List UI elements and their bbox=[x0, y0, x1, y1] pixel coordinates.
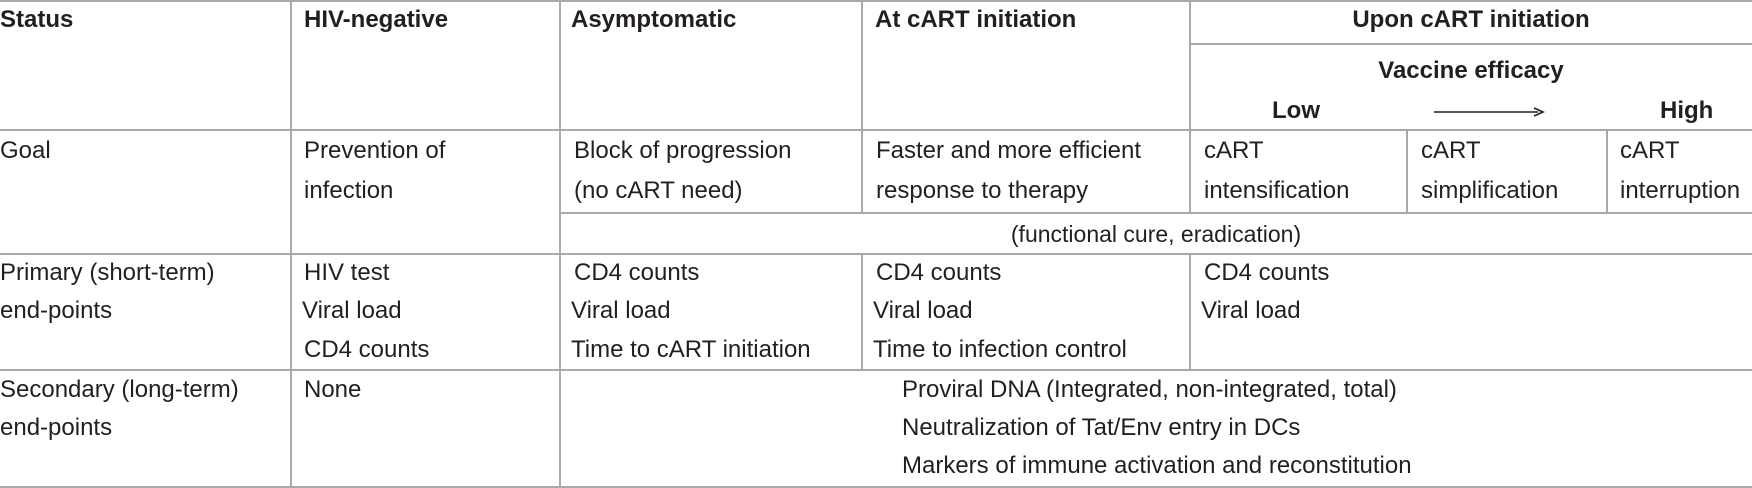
secondary-label-line1: Secondary (long-term) bbox=[0, 376, 239, 403]
col-divider-6 bbox=[1606, 130, 1608, 213]
primary-upon-1: CD4 counts bbox=[1204, 259, 1330, 286]
primary-hiv-negative-3: CD4 counts bbox=[304, 336, 430, 363]
primary-label-line2: end-points bbox=[0, 297, 113, 324]
header-bottom-rule bbox=[0, 129, 1752, 131]
secondary-shared-1: Proviral DNA (Integrated, non-integrated… bbox=[902, 376, 1397, 403]
goal-upon-low-line1: cART bbox=[1204, 137, 1264, 164]
secondary-shared-2: Neutralization of Tat/Env entry in DCs bbox=[902, 414, 1301, 441]
primary-hiv-negative-2: Viral load bbox=[302, 297, 402, 324]
primary-at-cart-1: CD4 counts bbox=[876, 259, 1002, 286]
primary-asymptomatic-1: CD4 counts bbox=[574, 259, 700, 286]
goal-bottom-rule bbox=[0, 253, 1752, 255]
goal-shared-note: (functional cure, eradication) bbox=[1010, 221, 1302, 247]
goal-upon-mid-line1: cART bbox=[1421, 137, 1481, 164]
table-bottom-rule bbox=[0, 486, 1752, 488]
goal-at-cart-line1: Faster and more efficient bbox=[876, 137, 1142, 164]
goal-asymptomatic-line2: (no cART need) bbox=[574, 177, 743, 204]
primary-label-line1: Primary (short-term) bbox=[0, 259, 215, 286]
primary-asymptomatic-2: Viral load bbox=[571, 297, 671, 324]
header-hiv-negative: HIV-negative bbox=[304, 6, 449, 33]
upon-header-rule bbox=[1190, 43, 1752, 45]
primary-bottom-rule bbox=[0, 369, 1752, 371]
primary-at-cart-3: Time to infection control bbox=[873, 336, 1127, 363]
goal-label: Goal bbox=[0, 137, 51, 164]
header-upon-cart: Upon cART initiation bbox=[1352, 6, 1590, 33]
secondary-shared-3: Markers of immune activation and reconst… bbox=[902, 452, 1412, 479]
secondary-hiv-negative: None bbox=[304, 376, 362, 403]
header-at-cart: At cART initiation bbox=[875, 6, 1077, 33]
efficacy-arrow-icon bbox=[1434, 107, 1545, 117]
goal-note-rule bbox=[560, 212, 1752, 214]
header-vaccine-efficacy: Vaccine efficacy bbox=[1378, 57, 1564, 84]
header-status: Status bbox=[0, 6, 74, 33]
header-asymptomatic: Asymptomatic bbox=[571, 6, 737, 33]
goal-asymptomatic-line1: Block of progression bbox=[574, 137, 792, 164]
primary-hiv-negative-1: HIV test bbox=[304, 259, 390, 286]
goal-upon-mid-line2: simplification bbox=[1421, 177, 1559, 204]
goal-upon-high-line2: interruption bbox=[1620, 177, 1741, 204]
goal-upon-high-line1: cART bbox=[1620, 137, 1680, 164]
col-divider-4 bbox=[1189, 0, 1191, 213]
col-divider-4b bbox=[1189, 253, 1191, 370]
table-top-rule bbox=[0, 0, 1752, 2]
goal-at-cart-line2: response to therapy bbox=[876, 177, 1089, 204]
col-divider-2 bbox=[559, 0, 561, 487]
col-divider-5 bbox=[1406, 130, 1408, 213]
goal-hiv-negative-line2: infection bbox=[304, 177, 394, 204]
header-low: Low bbox=[1272, 97, 1320, 124]
col-divider-3 bbox=[861, 0, 863, 213]
primary-upon-2: Viral load bbox=[1201, 297, 1301, 324]
secondary-label-line2: end-points bbox=[0, 414, 113, 441]
col-divider-1 bbox=[290, 0, 292, 487]
header-high: High bbox=[1660, 97, 1714, 124]
primary-at-cart-2: Viral load bbox=[873, 297, 973, 324]
goal-upon-low-line2: intensification bbox=[1204, 177, 1350, 204]
col-divider-3b bbox=[861, 253, 863, 370]
goal-hiv-negative-line1: Prevention of bbox=[304, 137, 446, 164]
primary-asymptomatic-3: Time to cART initiation bbox=[571, 336, 811, 363]
